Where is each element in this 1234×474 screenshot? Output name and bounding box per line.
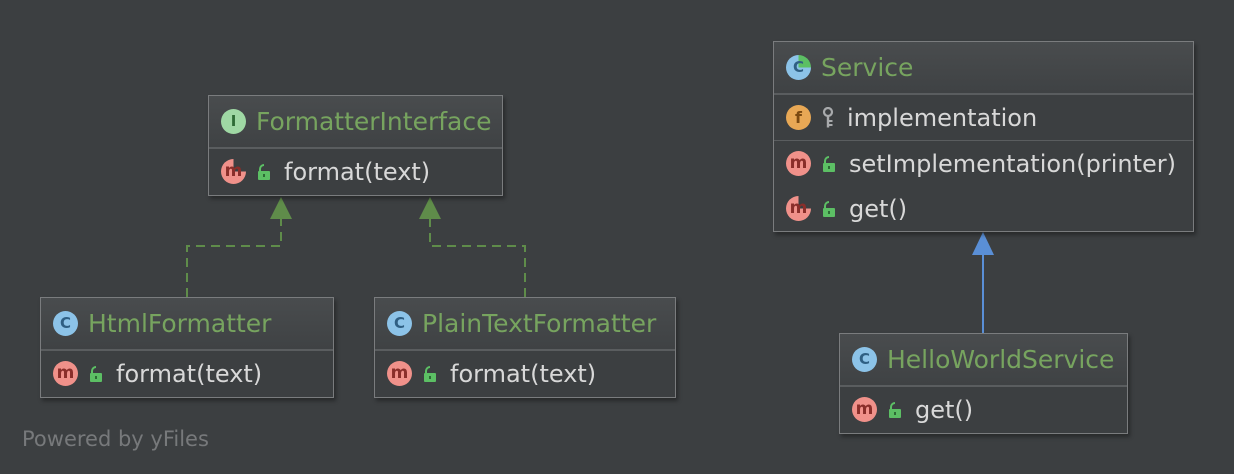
node-title: HelloWorldService	[887, 345, 1115, 374]
class-icon: C	[852, 347, 877, 372]
method-name: format(text)	[284, 157, 431, 186]
methods-section: m get()	[840, 386, 1127, 432]
fields-section: f implementation	[774, 94, 1193, 140]
method-row[interactable]: m format(text)	[209, 149, 502, 194]
public-lock-icon	[821, 200, 837, 218]
node-header: C Service	[774, 42, 1193, 94]
methods-section: m format(text)	[41, 350, 333, 396]
node-header: C HelloWorldService	[840, 334, 1127, 386]
public-lock-icon	[422, 365, 438, 383]
method-row[interactable]: m setImplementation(printer)	[774, 141, 1193, 186]
edge-hello-world-service-extends-service	[972, 232, 994, 333]
node-title: PlainTextFormatter	[422, 309, 657, 338]
method-row[interactable]: m get()	[840, 387, 1127, 432]
method-icon: m	[387, 361, 412, 386]
method-row[interactable]: m format(text)	[41, 351, 333, 396]
method-name: format(text)	[116, 359, 263, 388]
abstract-method-icon: m	[786, 196, 811, 221]
field-row[interactable]: f implementation	[774, 95, 1193, 140]
abstract-class-icon: C	[786, 55, 811, 80]
method-row[interactable]: m get()	[774, 186, 1193, 231]
plain-text-formatter-node[interactable]: C PlainTextFormatter m format(text)	[374, 297, 676, 398]
private-key-icon	[821, 106, 835, 129]
interface-icon: I	[221, 109, 246, 134]
method-icon: m	[852, 397, 877, 422]
methods-section: m setImplementation(printer) m get()	[774, 140, 1193, 231]
class-icon: C	[53, 311, 78, 336]
field-name: implementation	[847, 103, 1038, 132]
powered-by-footer: Powered by yFiles	[22, 427, 209, 451]
method-name: get()	[849, 194, 908, 223]
methods-section: m format(text)	[209, 148, 502, 194]
edge-plain-text-formatter-implements-formatter-interface	[419, 197, 526, 297]
method-name: get()	[915, 395, 974, 424]
method-name: setImplementation(printer)	[849, 149, 1176, 178]
public-lock-icon	[256, 163, 272, 181]
node-header: C HtmlFormatter	[41, 298, 333, 350]
field-icon: f	[786, 105, 811, 130]
node-header: I FormatterInterface	[209, 96, 502, 148]
methods-section: m format(text)	[375, 350, 675, 396]
method-name: format(text)	[450, 359, 597, 388]
edge-html-formatter-implements-formatter-interface	[186, 197, 292, 297]
method-icon: m	[786, 151, 811, 176]
public-lock-icon	[887, 401, 903, 419]
class-icon: C	[387, 311, 412, 336]
abstract-method-icon: m	[221, 159, 246, 184]
html-formatter-node[interactable]: C HtmlFormatter m format(text)	[40, 297, 334, 398]
node-header: C PlainTextFormatter	[375, 298, 675, 350]
service-node[interactable]: C Service f implementation m setImplemen…	[773, 41, 1194, 232]
public-lock-icon	[88, 365, 104, 383]
hello-world-service-node[interactable]: C HelloWorldService m get()	[839, 333, 1128, 434]
node-title: Service	[821, 53, 914, 82]
node-title: FormatterInterface	[256, 107, 492, 136]
public-lock-icon	[821, 155, 837, 173]
formatter-interface-node[interactable]: I FormatterInterface m format(text)	[208, 95, 503, 196]
node-title: HtmlFormatter	[88, 309, 272, 338]
method-icon: m	[53, 361, 78, 386]
method-row[interactable]: m format(text)	[375, 351, 675, 396]
